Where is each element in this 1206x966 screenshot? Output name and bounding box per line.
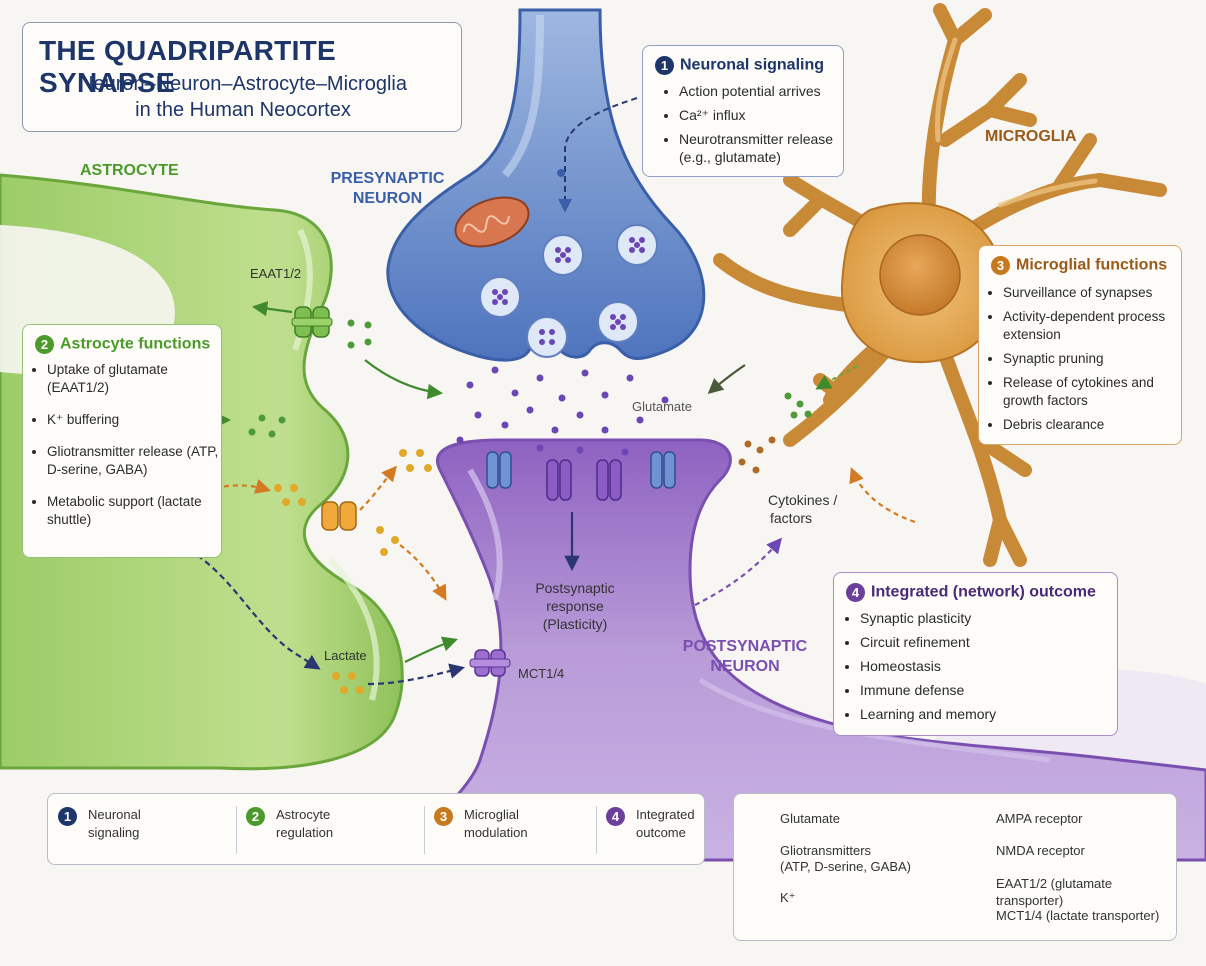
panel-astrocyte-item: Uptake of glutamate (EAAT1/2) [47, 361, 225, 397]
legend-key: Glutamate Gliotransmitters (ATP, D-serin… [733, 793, 1177, 941]
legend-divider [236, 806, 237, 854]
microglia-label: MICROGLIA [985, 128, 1077, 145]
legend-flow-text: Microglial [464, 807, 519, 822]
glutamate-label: Glutamate [632, 399, 692, 414]
panel-astrocyte-title-text: Astrocyte functions [60, 335, 211, 353]
postsynaptic-label-line2: NEURON [710, 658, 780, 675]
legend-flow-item-microglial: 3 [434, 806, 459, 826]
panel-integrated-list: Synaptic plasticity Circuit refinement H… [846, 609, 1110, 723]
panel-microglial-title: 3 Microglial functions [991, 256, 1167, 275]
panel-astrocyte-number: 2 [35, 335, 54, 354]
legend-flow-text: outcome [636, 825, 686, 840]
postsynaptic-label-line1: POSTSYNAPTIC [682, 638, 808, 655]
panel-astrocyte-item: Gliotransmitter release (ATP, D-serine, … [47, 443, 225, 479]
microglia-shape [713, 3, 1167, 567]
legend-key-k-plus: K⁺ [780, 890, 796, 905]
eaat-transporter-shape [291, 306, 333, 338]
k-dots [248, 319, 812, 438]
presynaptic-label-line1: PRESYNAPTIC [330, 170, 445, 187]
panel-neuronal-item: Ca²⁺ influx [679, 106, 849, 124]
panel-microglial-item: Release of cytokines and growth factors [1003, 374, 1183, 410]
panel-integrated-outcome: 4 Integrated (network) outcome Synaptic p… [833, 572, 1118, 736]
cytokine-dots [738, 436, 776, 474]
legend-key-gliotransmitters-line2: (ATP, D-serine, GABA) [780, 859, 911, 874]
legend-flow-text: Neuronal [88, 807, 141, 822]
panel-astrocyte-item: K⁺ buffering [47, 411, 225, 429]
panel-microglial-item: Debris clearance [1003, 416, 1183, 434]
panel-integrated-item: Homeostasis [860, 657, 1110, 675]
panel-integrated-title-text: Integrated (network) outcome [871, 583, 1096, 601]
legend-key-gliotransmitters-line1: Gliotransmitters [780, 843, 872, 858]
diagram-subtitle-line1: Neuron–Neuron–Astrocyte–Microglia [79, 73, 407, 95]
postsynaptic-response-line3: (Plasticity) [542, 616, 608, 632]
legend-flow-number: 2 [246, 806, 265, 826]
legend-flow-number: 3 [434, 806, 453, 826]
panel-integrated-item: Synaptic plasticity [860, 609, 1110, 627]
panel-microglial-item: Surveillance of synapses [1003, 284, 1183, 302]
panel-astrocyte-title: 2 Astrocyte functions [35, 335, 210, 354]
diagram-title: THE QUADRIPARTITE SYNAPSE [39, 35, 337, 98]
legend-key-ampa: AMPA receptor [996, 811, 1083, 826]
legend-flow-text: modulation [464, 825, 528, 840]
presynaptic-label-line2: NEURON [352, 190, 423, 207]
panel-integrated-title: 4 Integrated (network) outcome [846, 583, 1096, 602]
glutamate-dots [456, 366, 669, 456]
title-box: THE QUADRIPARTITE SYNAPSE Neuron–Neuron–… [22, 22, 462, 132]
presynaptic-neuron-shape [386, 8, 706, 362]
legend-key-eaat: EAAT1/2 (glutamate transporter) [996, 876, 1113, 908]
cytokines-label-line2: factors [770, 510, 813, 526]
panel-neuronal-item: Neurotransmitter release (e.g., glutamat… [679, 130, 849, 166]
panel-integrated-number: 4 [846, 583, 865, 602]
panel-astrocyte-list: Uptake of glutamate (EAAT1/2) K⁺ bufferi… [33, 361, 225, 529]
legend-key-mct: MCT1/4 (lactate transporter) [996, 908, 1160, 923]
astrocyte-label: ASTROCYTE [80, 162, 179, 179]
legend-key-glutamate: Glutamate [780, 811, 840, 826]
legend-flow-text: signaling [88, 825, 140, 840]
legend-divider [424, 806, 425, 854]
gliotransmitter-channel-shape [321, 501, 357, 531]
legend-flow-item-neuronal: 1 [58, 806, 83, 826]
panel-microglial-functions: 3 Microglial functions Surveillance of sy… [978, 245, 1182, 445]
receptors-shape [486, 451, 676, 501]
panel-microglial-title-text: Microglial functions [1016, 256, 1168, 274]
panel-neuronal-title: 1 Neuronal signaling [655, 56, 824, 75]
legend-divider [596, 806, 597, 854]
postsynaptic-response-line1: Postsynaptic [535, 580, 615, 596]
panel-microglial-number: 3 [991, 256, 1010, 275]
legend-flow-number: 4 [606, 806, 625, 826]
panel-microglial-item: Activity-dependent process extension [1003, 308, 1183, 344]
postsynaptic-response-line2: response [546, 598, 604, 614]
legend-flow-text: Integrated [636, 807, 695, 822]
diagram-subtitle-line2: in the Human Neocortex [135, 99, 351, 121]
legend-flow-item-astrocyte: 2 [246, 806, 271, 826]
panel-integrated-item: Immune defense [860, 681, 1110, 699]
gliotransmitter-dots [274, 449, 432, 694]
panel-neuronal-number: 1 [655, 56, 674, 75]
legend-key-nmda: NMDA receptor [996, 843, 1085, 858]
panel-astrocyte-functions: 2 Astrocyte functions Uptake of glutamate… [22, 324, 222, 558]
eaat-label: EAAT1/2 [250, 266, 302, 281]
panel-microglial-item: Synaptic pruning [1003, 350, 1183, 368]
mct-transporter-shape [469, 649, 511, 677]
panel-integrated-item: Circuit refinement [860, 633, 1110, 651]
legend-flow-number: 1 [58, 806, 77, 826]
legend-flow-text: regulation [276, 825, 334, 840]
lactate-label: Lactate [324, 648, 367, 663]
panel-integrated-item: Learning and memory [860, 705, 1110, 723]
panel-astrocyte-item: Metabolic support (lactate shuttle) [47, 493, 225, 529]
panel-neuronal-list: Action potential arrives Ca²⁺ influx Neu… [665, 82, 849, 166]
cytokines-label-line1: Cytokines / [768, 492, 838, 508]
legend-flow-text: Astrocyte [276, 807, 331, 822]
panel-neuronal-item: Action potential arrives [679, 82, 849, 100]
legend-flow-item-integrated: 4 [606, 806, 631, 826]
legend-flow: 1 Neuronal signaling 2 Astrocyte regulat… [47, 793, 705, 865]
panel-neuronal-title-text: Neuronal signaling [680, 56, 825, 74]
mct-label: MCT1/4 [518, 666, 565, 681]
panel-microglial-list: Surveillance of synapses Activity-depend… [989, 284, 1183, 434]
